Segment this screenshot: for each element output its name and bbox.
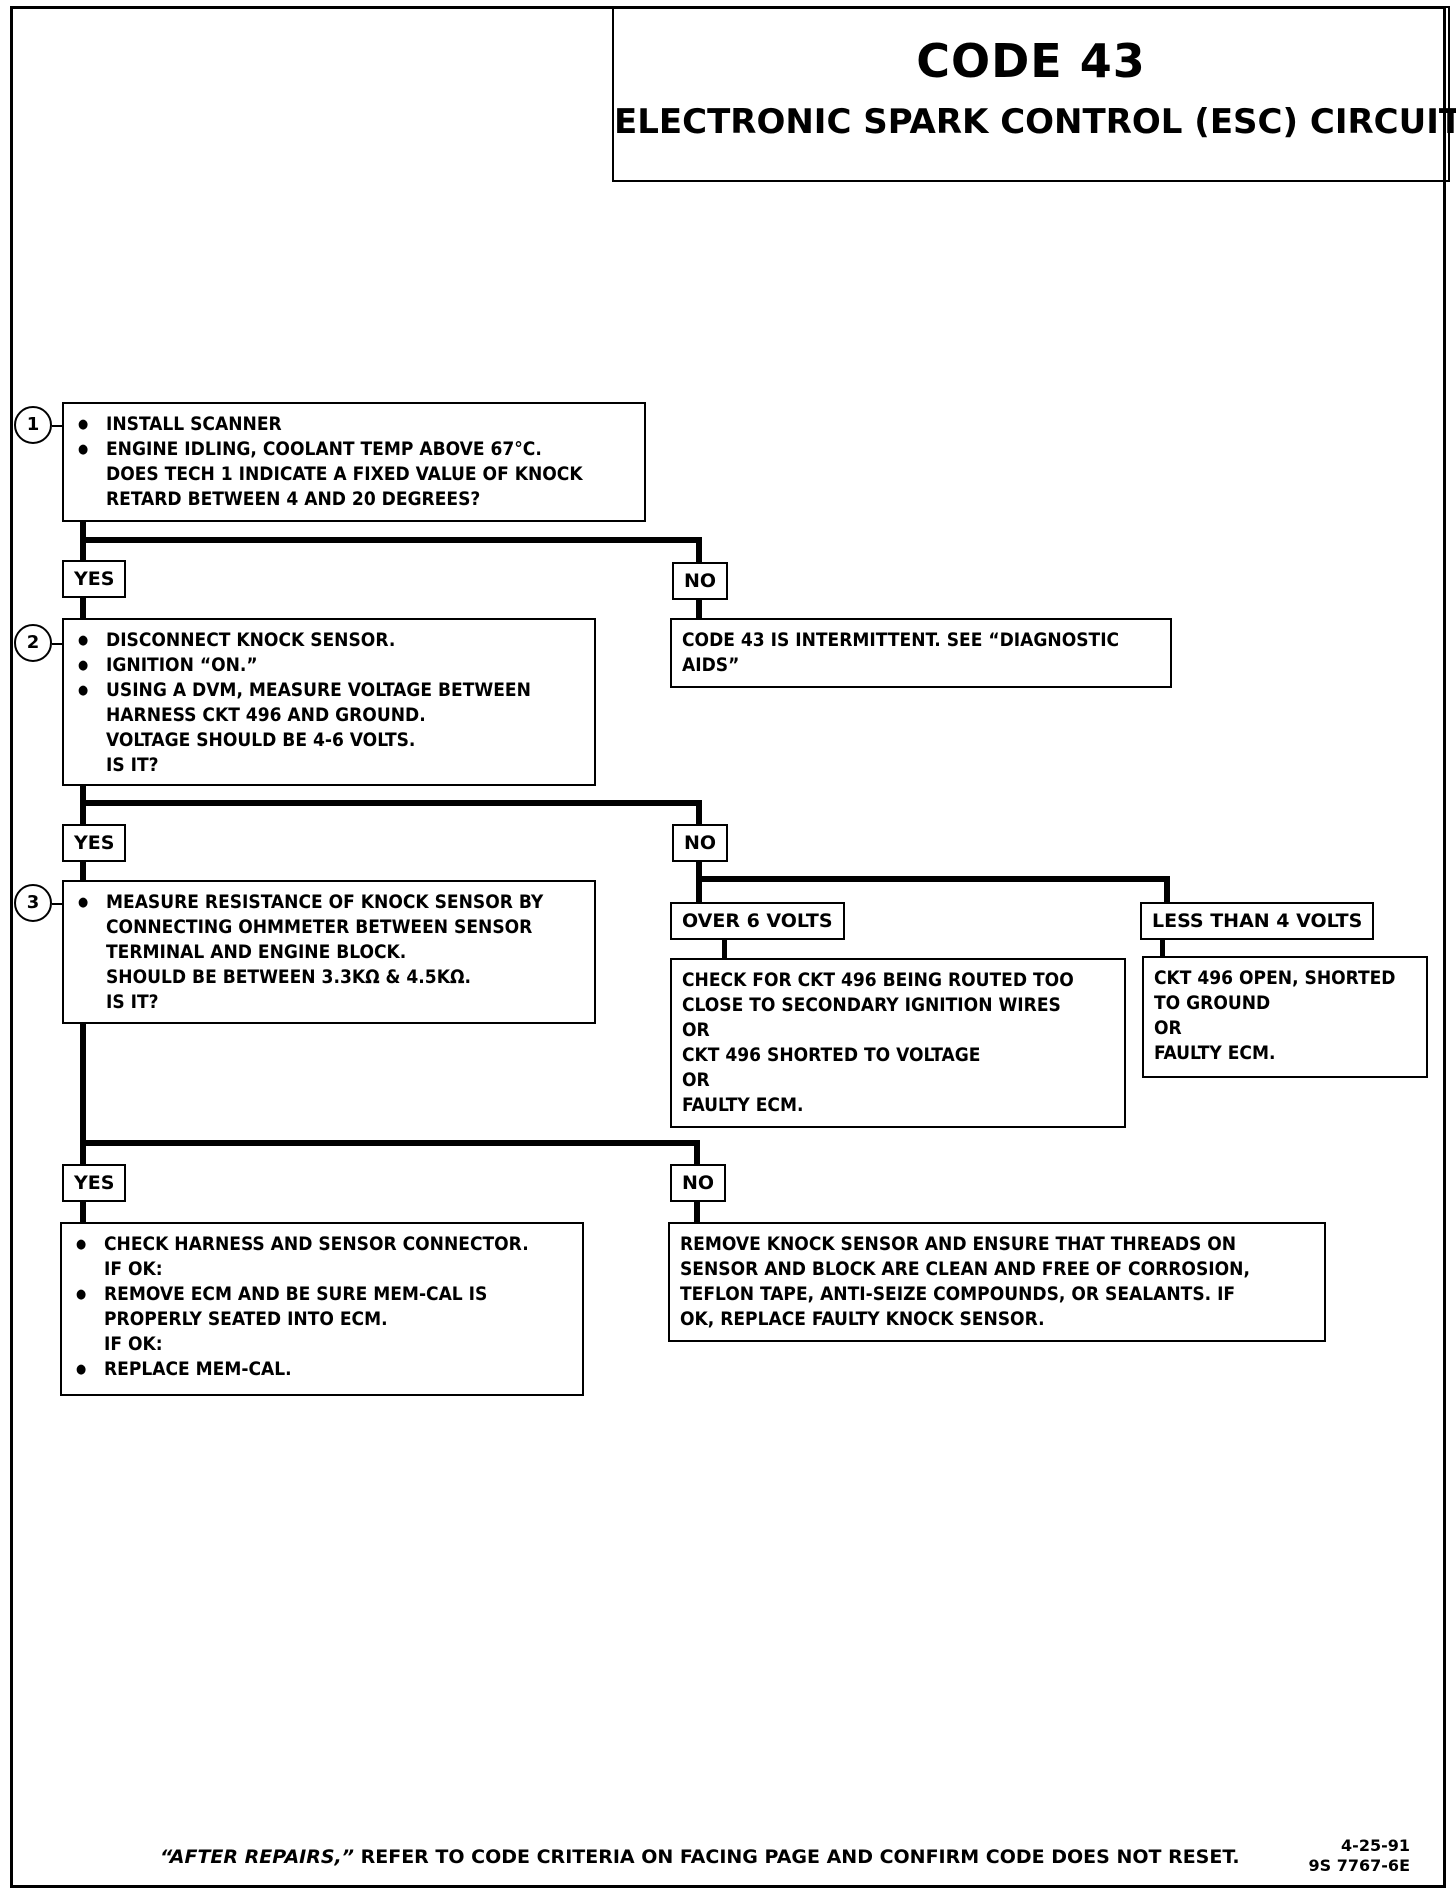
connector <box>80 800 702 806</box>
connector <box>80 1022 86 1166</box>
step-2-marker: 2 <box>14 624 52 662</box>
result-text: REMOVE KNOCK SENSOR AND ENSURE THAT THRE… <box>680 1233 1237 1255</box>
step-1-item: ENGINE IDLING, COOLANT TEMP ABOVE 67°C.D… <box>74 437 634 512</box>
connector <box>80 1200 86 1224</box>
intermittent-result-box: CODE 43 IS INTERMITTENT. SEE “DIAGNOSTIC… <box>670 618 1172 688</box>
less-than-4-volts-label: LESS THAN 4 VOLTS <box>1140 902 1375 940</box>
step-2-item: IGNITION “ON.” <box>74 653 584 678</box>
final-item: CHECK HARNESS AND SENSOR CONNECTOR.IF OK… <box>72 1232 572 1282</box>
result-text: TO GROUND <box>1154 992 1271 1014</box>
result-text: OR <box>1154 1017 1182 1039</box>
connector <box>696 876 1170 882</box>
result-text: CKT 496 OPEN, SHORTED <box>1154 967 1396 989</box>
connector <box>1160 936 1165 956</box>
over-6-volts-label: OVER 6 VOLTS <box>670 902 845 940</box>
connector <box>1164 876 1170 902</box>
connector <box>80 596 86 622</box>
connector <box>694 1200 700 1224</box>
result-text: OR <box>682 1019 710 1041</box>
connector <box>52 643 64 645</box>
step-2-item: DISCONNECT KNOCK SENSOR. <box>74 628 584 653</box>
document-date-code: 4-25-91 9S 7767-6E <box>1300 1836 1410 1876</box>
connector <box>696 800 702 826</box>
connector <box>722 936 727 960</box>
no-final-box: REMOVE KNOCK SENSOR AND ENSURE THAT THRE… <box>668 1222 1326 1342</box>
footer-note: “AFTER REPAIRS,” REFER TO CODE CRITERIA … <box>160 1846 1240 1868</box>
step-1-box: INSTALL SCANNER ENGINE IDLING, COOLANT T… <box>62 402 646 522</box>
no-label: NO <box>672 824 729 862</box>
no-label: NO <box>670 1164 727 1202</box>
title-block: CODE 43 ELECTRONIC SPARK CONTROL (ESC) C… <box>612 6 1456 182</box>
connector <box>80 1140 700 1146</box>
connector <box>696 596 702 620</box>
final-item: REPLACE MEM-CAL. <box>72 1357 572 1382</box>
less-than-4-volts-result-box: CKT 496 OPEN, SHORTED TO GROUND OR FAULT… <box>1142 956 1428 1078</box>
step-1-item: INSTALL SCANNER <box>74 412 634 437</box>
connector <box>80 537 702 543</box>
connector <box>52 903 64 905</box>
connector <box>694 1140 700 1166</box>
yes-label: YES <box>62 1164 127 1202</box>
yes-label: YES <box>62 560 127 598</box>
result-text: CKT 496 SHORTED TO VOLTAGE <box>682 1044 981 1066</box>
document-date: 4-25-91 <box>1341 1836 1410 1855</box>
result-text: CODE 43 IS INTERMITTENT. SEE “DIAGNOSTIC <box>682 629 1120 651</box>
step-3-box: MEASURE RESISTANCE OF KNOCK SENSOR BYCON… <box>62 880 596 1024</box>
result-text: OR <box>682 1069 710 1091</box>
step-2-box: DISCONNECT KNOCK SENSOR. IGNITION “ON.” … <box>62 618 596 786</box>
step-2-item: USING A DVM, MEASURE VOLTAGE BETWEENHARN… <box>74 678 584 778</box>
result-text: FAULTY ECM. <box>1154 1042 1276 1064</box>
document-number: 9S 7767-6E <box>1308 1856 1410 1875</box>
yes-label: YES <box>62 824 127 862</box>
result-text: SENSOR AND BLOCK ARE CLEAN AND FREE OF C… <box>680 1258 1250 1280</box>
result-text: CLOSE TO SECONDARY IGNITION WIRES <box>682 994 1061 1016</box>
step-1-marker: 1 <box>14 406 52 444</box>
result-text: OK, REPLACE FAULTY KNOCK SENSOR. <box>680 1308 1045 1330</box>
connector <box>696 537 702 563</box>
connector <box>80 860 86 882</box>
result-text: AIDS” <box>682 654 740 676</box>
page-title: CODE 43 <box>916 34 1146 88</box>
result-text: CHECK FOR CKT 496 BEING ROUTED TOO <box>682 969 1074 991</box>
step-3-marker: 3 <box>14 884 52 922</box>
result-text: FAULTY ECM. <box>682 1094 804 1116</box>
yes-final-box: CHECK HARNESS AND SENSOR CONNECTOR.IF OK… <box>60 1222 584 1396</box>
page-subtitle: ELECTRONIC SPARK CONTROL (ESC) CIRCUIT <box>614 102 1456 142</box>
no-label: NO <box>672 562 729 600</box>
result-text: TEFLON TAPE, ANTI-SEIZE COMPOUNDS, OR SE… <box>680 1283 1236 1305</box>
step-3-item: MEASURE RESISTANCE OF KNOCK SENSOR BYCON… <box>74 890 584 1015</box>
final-item: REMOVE ECM AND BE SURE MEM-CAL ISPROPERL… <box>72 1282 572 1357</box>
connector <box>52 425 64 427</box>
over-6-volts-result-box: CHECK FOR CKT 496 BEING ROUTED TOO CLOSE… <box>670 958 1126 1128</box>
